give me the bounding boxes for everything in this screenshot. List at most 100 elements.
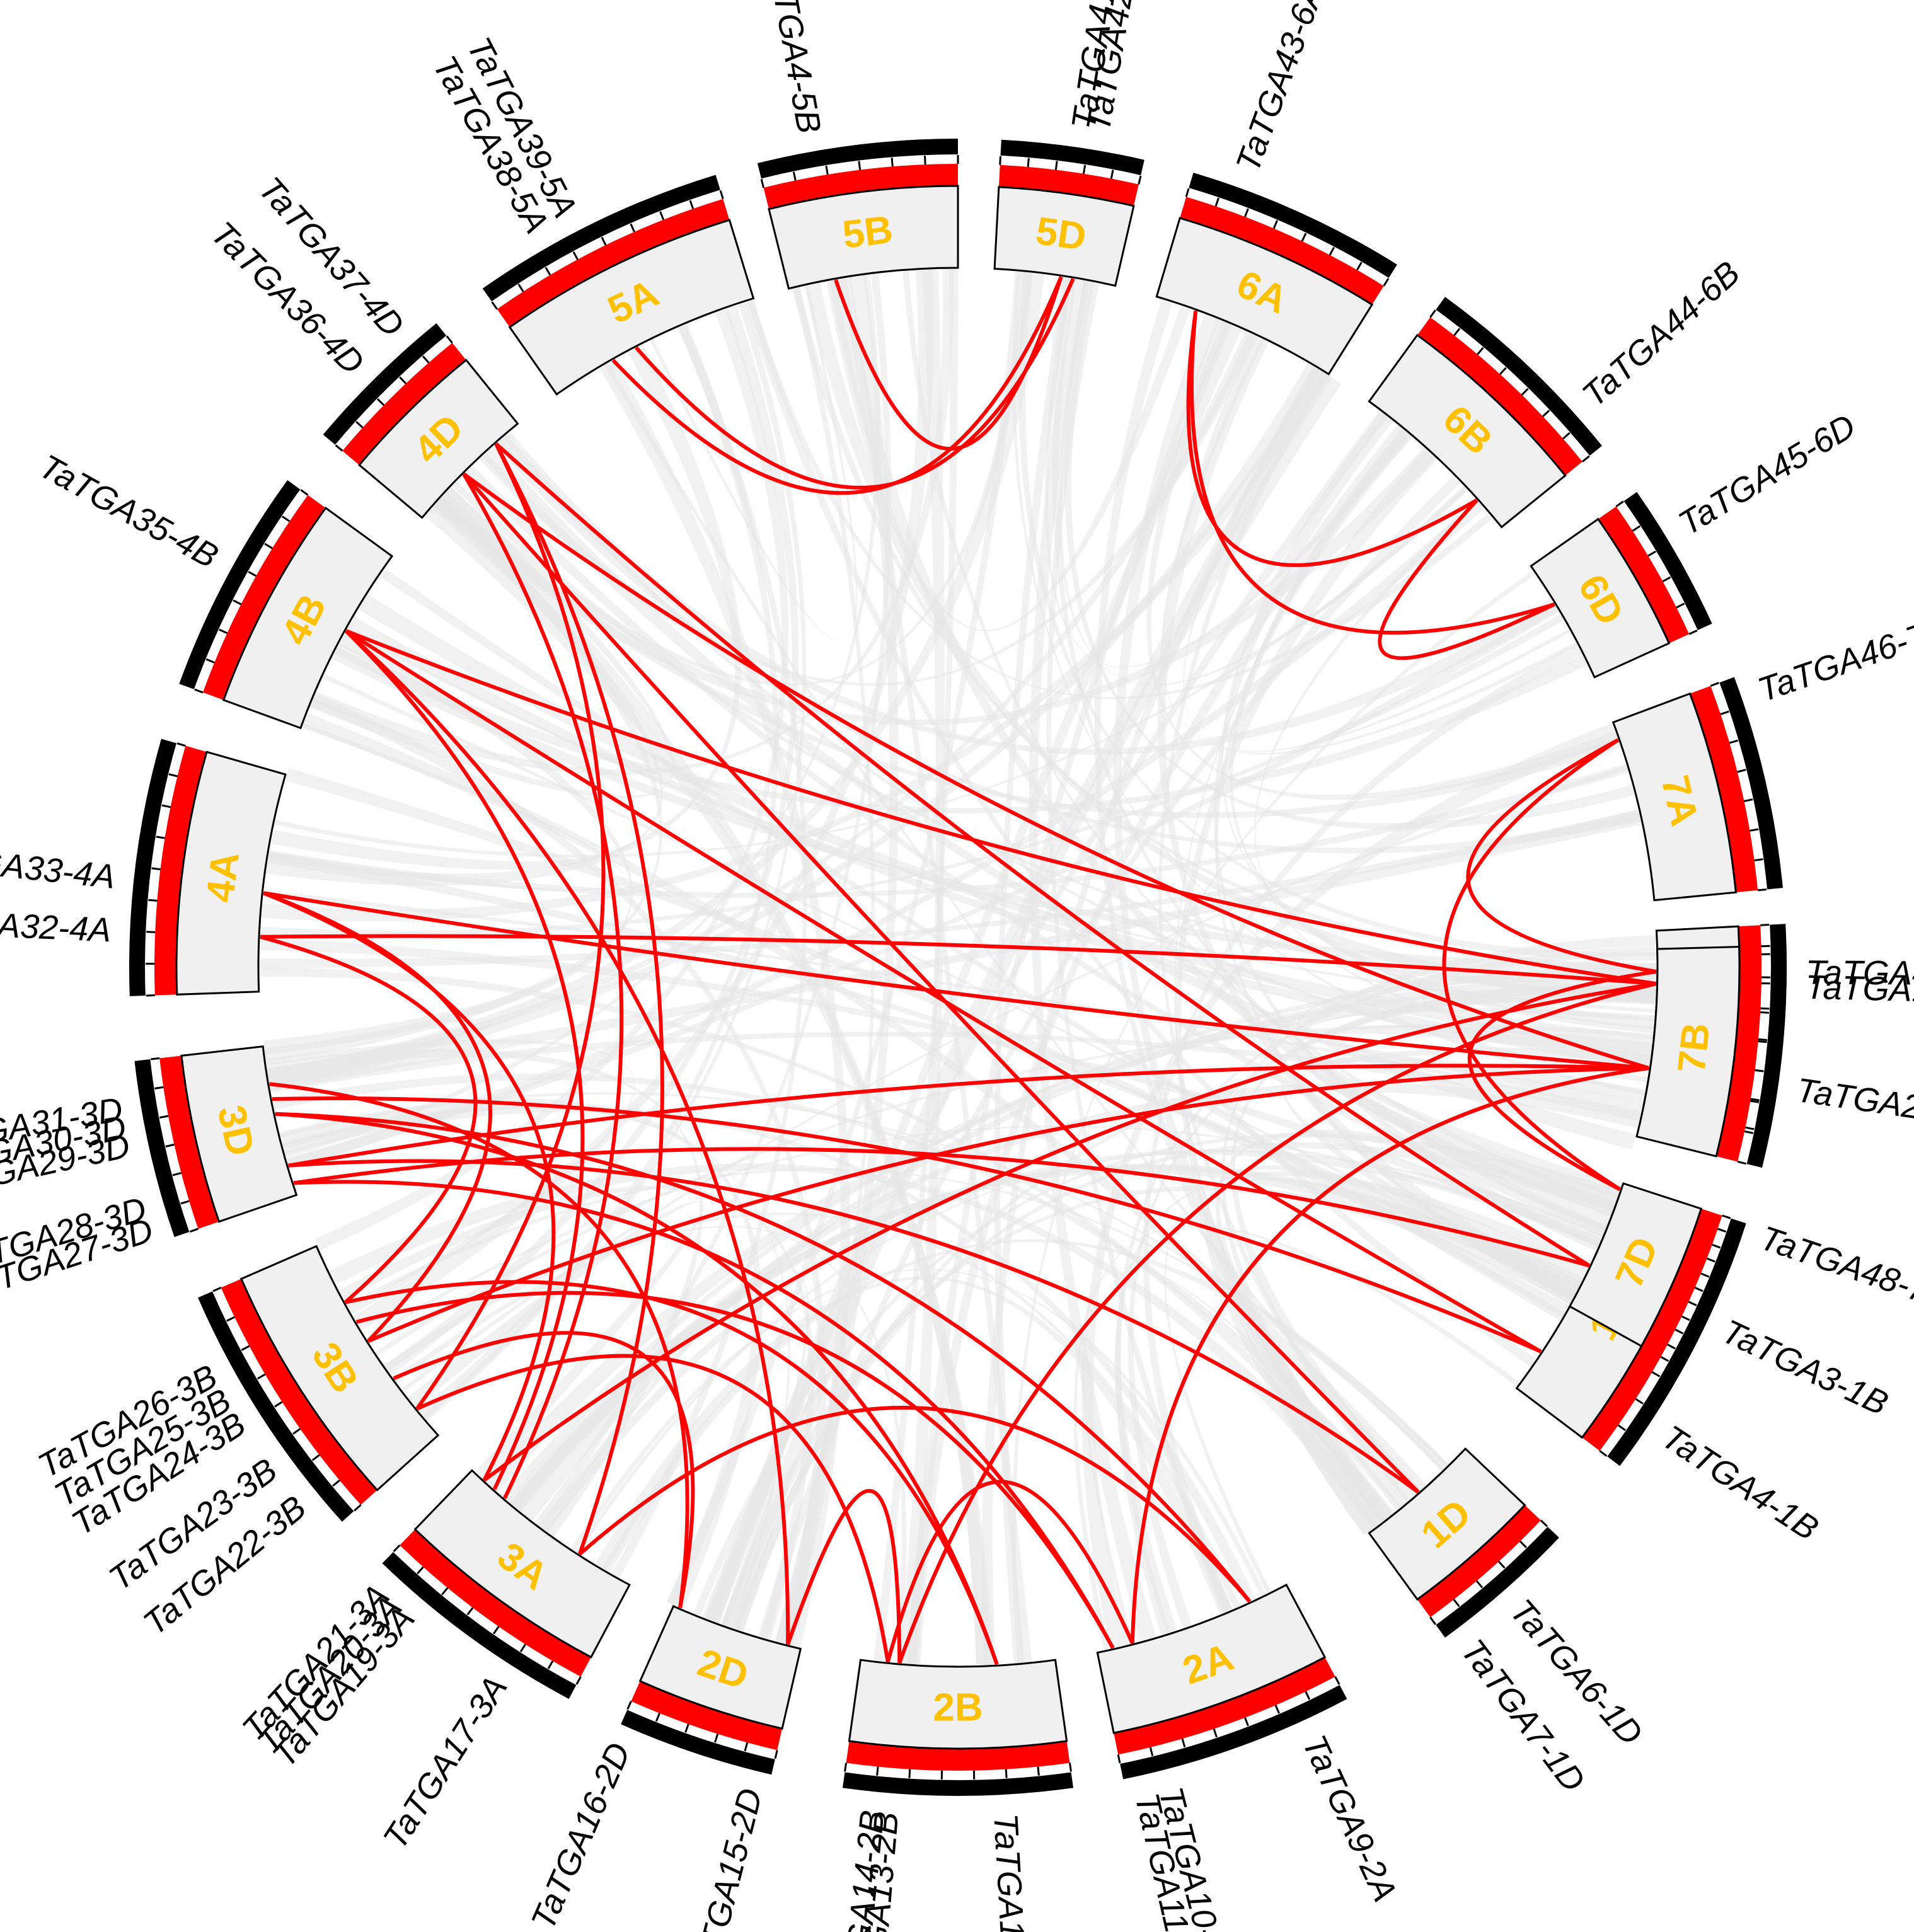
synteny-ribbon (1143, 643, 1583, 1614)
chromosome-tick (1383, 278, 1390, 287)
chromosome-tick (575, 1676, 582, 1685)
chromosome-tick (1694, 1287, 1704, 1292)
chromosome-outer-band (1000, 139, 1144, 176)
chromosome-outer-band (129, 739, 176, 996)
chromosome-tick (1750, 828, 1759, 832)
chromosome-2d: 2D (621, 1605, 802, 1775)
synteny-ribbon (265, 1039, 635, 1315)
chromosome-7b: 7B (1635, 945, 1787, 1168)
gene-density-band (1417, 1505, 1541, 1618)
chromosome-tick (1542, 410, 1550, 417)
chromosome-tick (844, 1762, 848, 1772)
chromosome-box (239, 1245, 440, 1492)
chromosome-outer-band (1669, 1218, 1746, 1369)
chromosome-tick (1750, 1098, 1760, 1101)
duplication-link (263, 891, 492, 1343)
chromosome-tick (233, 599, 242, 606)
chromosome-outer-band (323, 323, 447, 445)
chromosome-5a: 5A (482, 175, 755, 396)
gene-label-tatga15-2d: TaTGA15-2D (684, 1785, 770, 1932)
duplication-link (1378, 498, 1555, 660)
chromosome-tick (212, 1287, 222, 1292)
chromosome-tick (1676, 602, 1685, 609)
chromosome-outer-band (179, 480, 301, 689)
duplication-link (483, 982, 1657, 1482)
chromosome-tick (1647, 550, 1656, 557)
duplication-link (288, 1064, 1649, 1168)
duplication-link (1186, 310, 1478, 567)
chromosome-tick (165, 1143, 175, 1147)
chromosome-tick (1521, 388, 1529, 396)
chromosome-tick (1519, 1540, 1527, 1549)
chromosome-tick (1334, 1676, 1340, 1685)
duplication-link (494, 442, 1591, 1268)
chromosome-tick (858, 161, 862, 170)
chromosome-tick (154, 1086, 164, 1090)
chromosome-tick (876, 1766, 879, 1776)
chromosome-outer-band (757, 139, 958, 179)
chromosome-tick (1660, 1355, 1669, 1362)
duplication-link (611, 276, 1063, 495)
chromosome-tick (1700, 1272, 1710, 1278)
gene-label-tatga1-1a: TaTGA1-1A (1805, 969, 1914, 1011)
chromosome-outer-band (134, 1059, 190, 1238)
chromosome-tick (1599, 1450, 1608, 1457)
chromosome-tick (760, 178, 765, 188)
chromosome-tick (1710, 682, 1719, 687)
chromosome-box (508, 219, 755, 396)
chromosome-tick (1729, 739, 1739, 744)
synteny-ribbon (1294, 1025, 1652, 1212)
chromosome-tick (1329, 246, 1335, 256)
gene-label-tatga48-7d: TaTGA48-7D (1756, 1219, 1914, 1318)
synteny-ribbon (268, 810, 1642, 1091)
synteny-ribbon (1114, 1171, 1591, 1634)
chromosome-tick (1722, 1214, 1731, 1219)
chromosome-tick (1068, 1762, 1072, 1772)
chromosome-tick (1117, 1754, 1121, 1764)
chromosome-ring: 1A1B1D2A2B2D3A3B3D4A4B4D5A5B5D6A6B6D7A7B… (129, 139, 1787, 1796)
chromosome-tick (1717, 1228, 1727, 1233)
chromosome-tick (151, 867, 161, 871)
chromosome-tick (335, 444, 343, 452)
chromosome-name-label: 3D (209, 1101, 263, 1160)
gene-label-tatga43-6a: TaTGA43-6A (1229, 0, 1332, 177)
synteny-ribbon (260, 967, 1393, 1519)
chromosome-box (1530, 517, 1671, 679)
chromosome-outer-band (1120, 1685, 1347, 1780)
chromosome-outer-band (1719, 677, 1783, 890)
gene-label-tatga45-6d: TaTGA45-6D (1672, 407, 1862, 543)
chromosome-outer-band (1746, 945, 1787, 1168)
gene-density-band (1641, 1209, 1722, 1357)
chromosome-box (1368, 333, 1567, 529)
gene-label-tatga33-4a: TaTGA33-4A (0, 837, 117, 896)
chromosome-tick (226, 1316, 235, 1322)
chromosome-tick (146, 931, 156, 933)
duplication-link (294, 1180, 1115, 1649)
chromosome-tick (1562, 432, 1571, 440)
chromosome-outer-band (198, 1291, 354, 1522)
chromosome-tick (1681, 1315, 1690, 1321)
duplication-link (272, 1096, 1542, 1354)
duplication-link (462, 473, 1420, 1494)
chromosome-tick (274, 1401, 283, 1408)
duplication-link (269, 1082, 689, 1608)
chromosome-tick (1760, 1011, 1770, 1014)
gene-label-tatga35-4b: TaTGA35-4B (33, 447, 224, 575)
chromosome-4d: 4D (323, 323, 519, 519)
chromosome-tick (719, 190, 724, 200)
chromosome-tick (354, 1504, 362, 1512)
gene-label-tatga47-7b: TaTGA47-7B (1806, 953, 1914, 992)
gene-density-band (202, 495, 326, 700)
chromosome-outer-band (1623, 492, 1712, 631)
chromosome-tick (1149, 1747, 1154, 1756)
chromosome-tick (1754, 858, 1763, 861)
chromosome-box (1155, 217, 1374, 376)
chromosome-tick (1688, 1301, 1697, 1306)
chromosome-5b: 5B (757, 139, 959, 290)
synteny-ribbon (994, 277, 1073, 1664)
chromosome-tick (774, 1749, 778, 1759)
chromosome-name-label: 7B (1669, 1021, 1718, 1075)
chromosome-tick (1429, 1616, 1436, 1625)
gene-density-band (159, 1055, 219, 1229)
chromosome-4b: 4B (179, 480, 394, 730)
